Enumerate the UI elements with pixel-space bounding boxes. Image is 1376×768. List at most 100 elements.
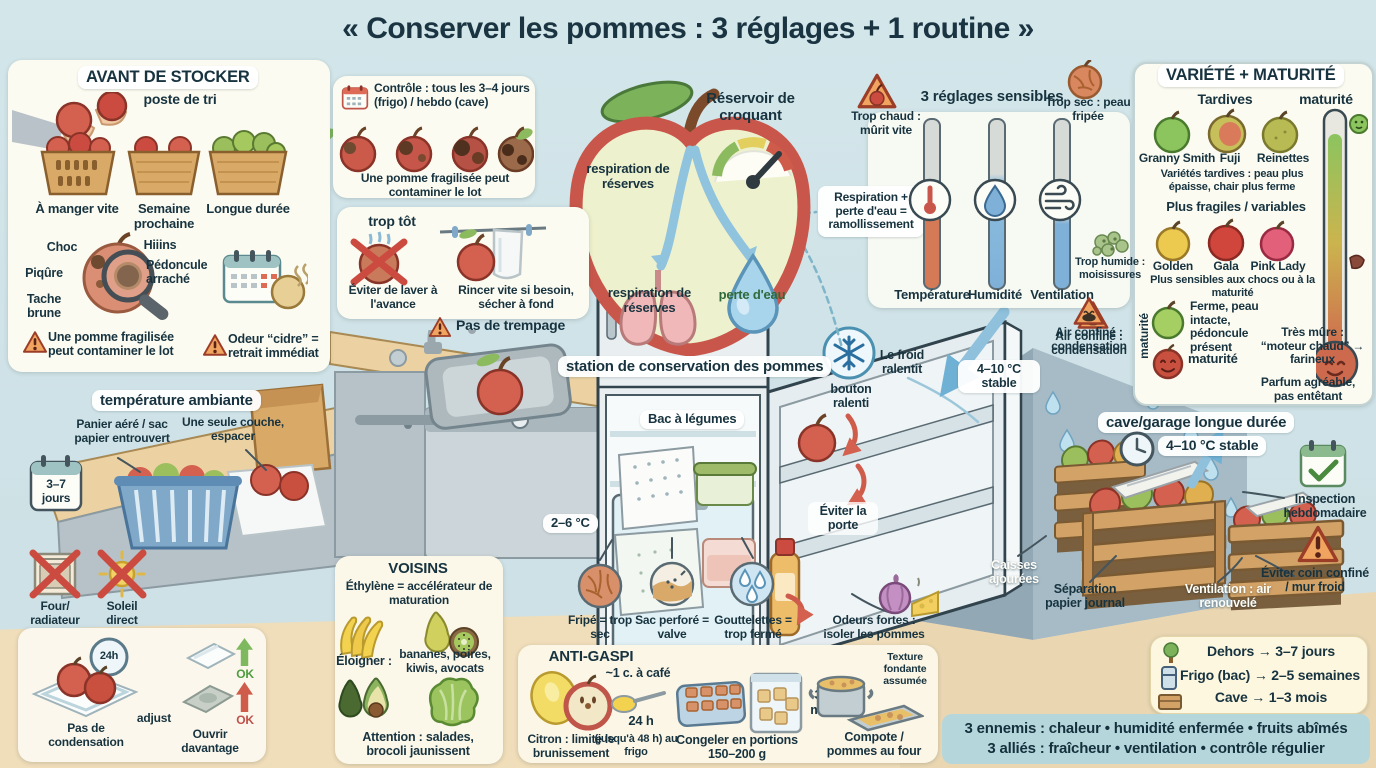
- tardives-label: Tardives: [1197, 91, 1253, 107]
- ripe-apple-icon: [1152, 344, 1184, 380]
- controle-text: Contrôle : tous les 3–4 jours (frigo) / …: [374, 81, 532, 109]
- door-arrow-1: [842, 413, 862, 457]
- bananas-icon: [340, 616, 384, 660]
- couche-line: [245, 449, 267, 471]
- green-container: [693, 462, 757, 506]
- trop-chaud-label: Trop chaud : mûrit vite: [851, 109, 921, 137]
- defect-apple-magnifier-icon: [82, 232, 169, 320]
- eloigner-label: Éloigner :: [336, 654, 392, 668]
- voisins-heading: VOISINS: [388, 560, 448, 577]
- ventilation-line: [1217, 557, 1243, 583]
- ambiante-heading: température ambiante: [92, 390, 261, 412]
- caisses-label: Caisses ajourées: [989, 558, 1039, 587]
- perte-eau-label: perte d'eau: [718, 287, 786, 302]
- no-oven-icon: [29, 549, 81, 599]
- panier-label: Panier aéré / sac papier entrouvert: [74, 417, 170, 445]
- warning-apple-icon: [857, 73, 897, 109]
- resume-dehors: Dehors → 3–7 jours: [1207, 643, 1335, 659]
- lungs-icon: [619, 270, 697, 346]
- resume-frigo: Frigo (bac) → 2–5 semaines: [1180, 667, 1360, 683]
- snowflake-button-icon: [822, 326, 876, 380]
- parfum-note: Parfum agréable, pas entêtant: [1260, 375, 1356, 403]
- cave-stable-label: 4–10 °C stable: [1158, 436, 1267, 456]
- no-wash-icon: [350, 231, 408, 286]
- sac-perfore-label: Sac perforé = valve: [635, 613, 709, 641]
- pear-kiwi-icon: [424, 611, 479, 657]
- maturite-col-label: maturité: [1299, 91, 1353, 107]
- rotting-apples-sequence-icon: [339, 126, 534, 173]
- ferme-note: Ferme, peau intacte, pédoncule présent: [1190, 299, 1259, 355]
- reinettes-icon: [1261, 110, 1299, 154]
- fragiles-heading: Plus fragiles / variables: [1166, 199, 1306, 214]
- basket-eat-soon-label: À manger vite: [35, 201, 119, 216]
- station-label: station de conservation des pommes: [558, 356, 832, 378]
- eviter-porte-label: Éviter la porte: [808, 502, 878, 535]
- page-title: « Conserver les pommes : 3 réglages + 1 …: [342, 12, 1034, 45]
- eviter-coin-label: Éviter coin confiné / mur froid: [1260, 566, 1370, 595]
- panier-line: [117, 457, 141, 473]
- compote-label: Compote / pommes au four: [826, 730, 922, 759]
- door-arrow-2: [846, 463, 867, 506]
- inspection-calendar-icon: [1299, 440, 1347, 488]
- apple-cross-section: [569, 80, 811, 357]
- gala-icon: [1207, 218, 1245, 262]
- bilan-footer: [942, 714, 1370, 764]
- congeler-label: Congeler en portions 150–200 g: [676, 733, 798, 762]
- attention-label: Attention : salades, brocoli jaunissent: [362, 730, 474, 759]
- slider-vent-label: Ventilation: [1030, 287, 1094, 302]
- separation-label: Séparation papier journal: [1045, 582, 1125, 611]
- kitchen-scene: [38, 330, 623, 600]
- bilan-ennemis: 3 ennemis : chaleur • humidité enfermée …: [964, 720, 1348, 737]
- apple-crate-main: [1081, 460, 1227, 610]
- gouttelettes-label: Gouttelettes = trop fermé: [714, 613, 792, 641]
- cider-calendar-icon: [222, 250, 308, 310]
- fridge-door: [766, 319, 1023, 668]
- wind-knob-icon: [1038, 178, 1082, 222]
- compote-pot-icon: [808, 675, 874, 718]
- dry-apple-icon: [1067, 60, 1103, 100]
- ramollissement-callout: Respiration + perte d'eau = ramollisseme…: [818, 186, 924, 238]
- sort-warning-lot: Une pomme fragilisée peut contaminer le …: [48, 330, 174, 359]
- variete-v5-label: Gala: [1213, 259, 1239, 273]
- defect-pedoncule-label: Pédoncule arraché: [146, 258, 208, 287]
- froid-ralentit-label: Le froid ralentit: [879, 348, 925, 377]
- air-confine-label: Air confiné : condensation: [1051, 329, 1127, 357]
- golden-icon: [1155, 220, 1191, 262]
- ouvrir-label: Ouvrir davantage: [181, 727, 239, 755]
- door-arrow-3: [785, 593, 814, 626]
- resume-cave: Cave → 1–3 mois: [1214, 689, 1328, 705]
- damp-towel-icon: [181, 684, 234, 714]
- warning-icon: [22, 331, 48, 353]
- reservoir-label: Réservoir de croquant: [706, 90, 795, 125]
- rinse-dry-icon: [439, 224, 547, 282]
- lavage-eviter-label: Éviter de laver à l'avance: [348, 283, 438, 311]
- towel-with-apples: [226, 463, 328, 538]
- basket-next-week-icon: [127, 136, 201, 196]
- four-label: Four/ radiateur: [30, 599, 80, 627]
- slider-temp-label: Température: [894, 287, 970, 302]
- controle-lead: Contrôle :: [374, 81, 429, 95]
- inspection-line: [1242, 491, 1285, 499]
- basket-long-term-icon: [208, 130, 288, 196]
- caisses-line: [1017, 535, 1047, 557]
- reglages-heading: 3 réglages sensibles: [920, 88, 1064, 105]
- cave-air-confine-label: Air confiné : condensation: [1051, 325, 1127, 353]
- door-shelf-1: [779, 404, 994, 484]
- calendar-days-icon: [29, 455, 83, 512]
- sort-warning-cidre: Odeur “cidre” = retrait immédiat: [228, 332, 319, 361]
- respiration-top-label: respiration de réserves: [586, 161, 670, 191]
- firm-apple-icon: [1151, 300, 1185, 340]
- variete-v2-label: Fuji: [1219, 151, 1241, 165]
- apples-on-cloth-icon: [31, 656, 139, 718]
- froid-to-cave-line: [906, 376, 980, 424]
- pink-lady-icon: [1259, 220, 1295, 262]
- fripe-label: Fripé = trop sec: [568, 613, 632, 641]
- basket-eat-soon-icon: [40, 132, 116, 196]
- clock-24h-text: 24h: [99, 650, 119, 662]
- warning-confined-cave-icon: [1073, 297, 1105, 325]
- cave-stable-left-label: 4–10 °C stable: [958, 360, 1040, 393]
- ok-green-label: OK: [236, 667, 254, 681]
- droplet-knob-icon: [973, 178, 1017, 222]
- fragiles-note: Plus sensibles aux chocs ou à la maturit…: [1150, 274, 1315, 299]
